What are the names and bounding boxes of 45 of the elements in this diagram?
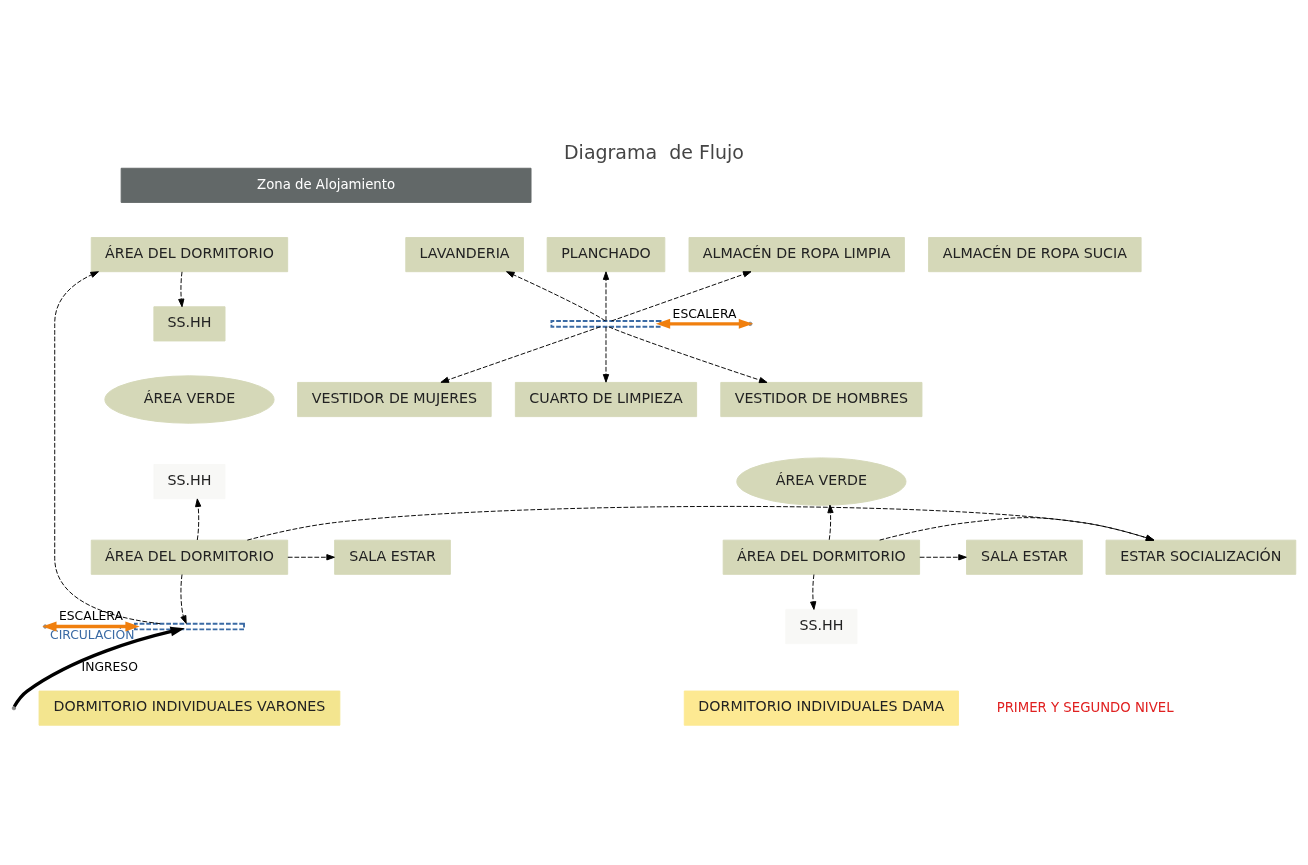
edge-label: INGRESO: [81, 659, 138, 674]
node-box: PLANCHADO: [546, 237, 666, 273]
arrow: [611, 271, 752, 322]
node-box: SALA ESTAR: [966, 539, 1083, 575]
edge-label: ESCALERA: [59, 609, 123, 624]
node-box: VESTIDOR DE MUJERES: [297, 381, 492, 418]
node-box: ÁREA DEL DORMITORIO: [90, 539, 289, 575]
arrow: [602, 326, 610, 383]
arrow: [246, 505, 1155, 541]
arrow: [440, 326, 601, 383]
arrow: [195, 498, 202, 541]
arrow: [919, 554, 967, 561]
node-ellipse: ÁREA VERDE: [104, 375, 275, 424]
label: PRIMER Y SEGUNDO NIVEL: [996, 699, 1174, 715]
arrow: [602, 271, 610, 322]
diagram-title: Diagrama de Flujo: [564, 140, 744, 163]
node-box: DORMITORIO INDIVIDUALES VARONES: [38, 690, 341, 726]
node-box: DORMITORIO INDIVIDUALES DAMA: [683, 690, 959, 726]
node-box: Zona de Alojamiento: [120, 167, 532, 203]
node-box: ESTAR SOCIALIZACIÓN: [1105, 539, 1297, 575]
node-box: ALMACÉN DE ROPA SUCIA: [928, 237, 1142, 273]
node-bar: [550, 320, 662, 328]
node-box: CUARTO DE LIMPIEZA: [514, 381, 698, 418]
arrow: [178, 271, 185, 308]
node-box: VESTIDOR DE HOMBRES: [720, 381, 923, 418]
arrow: [827, 504, 834, 541]
arrow: [879, 517, 1155, 541]
node-box: SS.HH: [153, 464, 226, 500]
arrow: [506, 271, 606, 322]
node-box: LAVANDERIA: [405, 237, 524, 273]
node-box: ÁREA DEL DORMITORIO: [722, 539, 921, 575]
arrow: [810, 574, 817, 610]
node-box: ÁREA DEL DORMITORIO: [90, 237, 289, 273]
arrow: [180, 574, 187, 624]
node-bar: [133, 622, 245, 631]
arrow: [287, 554, 335, 561]
node-label: CIRCULACIÓN: [50, 628, 135, 643]
node-box: SALA ESTAR: [334, 539, 451, 575]
arrow: [54, 271, 161, 625]
arrow: [608, 326, 768, 384]
node-box: SS.HH: [153, 306, 226, 342]
edge-label: ESCALERA: [672, 306, 737, 321]
node-box: ALMACÉN DE ROPA LIMPIA: [688, 237, 905, 273]
node-ellipse: ÁREA VERDE: [736, 457, 907, 506]
node-box: SS.HH: [785, 608, 858, 645]
